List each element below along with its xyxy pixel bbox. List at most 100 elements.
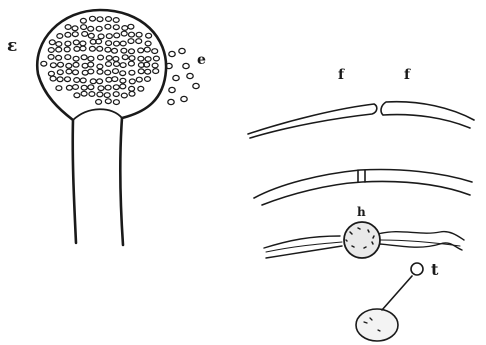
spore bbox=[122, 55, 128, 60]
spore bbox=[122, 26, 128, 31]
spore bbox=[120, 78, 126, 83]
spore bbox=[72, 26, 78, 31]
spore bbox=[105, 24, 111, 29]
spores-in-head bbox=[41, 16, 160, 104]
spore bbox=[114, 33, 120, 38]
spore bbox=[90, 16, 96, 21]
spore bbox=[97, 17, 103, 22]
spore bbox=[128, 39, 134, 44]
label-f-right: f bbox=[404, 68, 410, 82]
spore bbox=[88, 62, 94, 67]
spore bbox=[106, 56, 112, 61]
released-spore bbox=[168, 99, 174, 104]
spore bbox=[65, 32, 71, 37]
spore bbox=[138, 48, 144, 53]
spore bbox=[48, 55, 54, 60]
released-spore bbox=[169, 87, 175, 92]
spore bbox=[80, 46, 86, 51]
spore bbox=[121, 93, 127, 98]
columella bbox=[73, 109, 122, 120]
label-g: ε bbox=[7, 38, 17, 55]
spore bbox=[128, 61, 134, 66]
label-t: t bbox=[431, 262, 438, 278]
spore bbox=[97, 46, 103, 51]
spore bbox=[98, 55, 104, 60]
spore bbox=[105, 85, 111, 90]
spore bbox=[113, 57, 119, 62]
spore bbox=[66, 85, 72, 90]
spore bbox=[113, 25, 119, 30]
spore bbox=[145, 77, 151, 82]
spore bbox=[97, 69, 103, 74]
spore bbox=[145, 69, 151, 74]
spore bbox=[129, 70, 135, 75]
spore bbox=[48, 71, 54, 76]
spore bbox=[96, 100, 102, 105]
spore bbox=[65, 41, 71, 46]
germ-tube-tip bbox=[411, 263, 423, 275]
spore bbox=[57, 70, 63, 75]
spore bbox=[82, 32, 88, 37]
spore bbox=[129, 91, 135, 96]
spore bbox=[129, 79, 135, 84]
spore bbox=[106, 62, 112, 67]
spore bbox=[80, 18, 86, 23]
released-spore bbox=[187, 73, 193, 78]
spore bbox=[113, 100, 119, 105]
spore bbox=[57, 77, 63, 82]
sporangium bbox=[37, 10, 166, 245]
spore bbox=[56, 42, 62, 47]
spore bbox=[120, 71, 126, 76]
spore bbox=[74, 47, 80, 52]
spore bbox=[65, 77, 71, 82]
spore bbox=[65, 55, 71, 60]
spore bbox=[129, 49, 135, 54]
spore bbox=[121, 31, 127, 36]
spore bbox=[56, 55, 62, 60]
spore bbox=[114, 41, 120, 46]
spore bbox=[66, 63, 72, 68]
spore bbox=[104, 93, 110, 98]
zygospore bbox=[344, 222, 380, 258]
spore bbox=[74, 93, 80, 98]
filament-lower-wall bbox=[262, 182, 470, 205]
spore bbox=[113, 85, 119, 90]
germinating-spore bbox=[356, 263, 423, 341]
spore bbox=[58, 62, 64, 67]
spore bbox=[152, 63, 158, 68]
spore bbox=[136, 32, 142, 37]
filament-right-part bbox=[381, 102, 474, 128]
spore bbox=[97, 64, 103, 69]
spore bbox=[80, 41, 86, 46]
released-spore bbox=[179, 48, 185, 53]
spore bbox=[105, 47, 111, 52]
filament-left-part bbox=[248, 104, 377, 138]
spore bbox=[50, 76, 56, 81]
spore bbox=[113, 69, 119, 74]
spore bbox=[121, 48, 127, 53]
label-e: e bbox=[197, 53, 206, 67]
spore bbox=[146, 33, 152, 38]
released-spores bbox=[166, 48, 199, 104]
spore bbox=[98, 34, 104, 39]
spore bbox=[113, 18, 119, 23]
spore bbox=[98, 86, 104, 91]
spore bbox=[138, 69, 144, 74]
germ-tube bbox=[382, 276, 412, 310]
spore-body bbox=[356, 309, 398, 341]
spore bbox=[57, 34, 63, 39]
spore bbox=[106, 34, 112, 39]
spore bbox=[97, 79, 103, 84]
released-spore bbox=[183, 63, 189, 68]
spore bbox=[56, 86, 62, 91]
spore bbox=[120, 63, 126, 68]
spore bbox=[97, 92, 103, 97]
spore bbox=[73, 85, 79, 90]
zygospore-filaments bbox=[264, 222, 464, 258]
filament-septum bbox=[254, 170, 472, 206]
spore bbox=[128, 24, 134, 29]
spore bbox=[129, 32, 135, 37]
spore bbox=[56, 47, 62, 52]
